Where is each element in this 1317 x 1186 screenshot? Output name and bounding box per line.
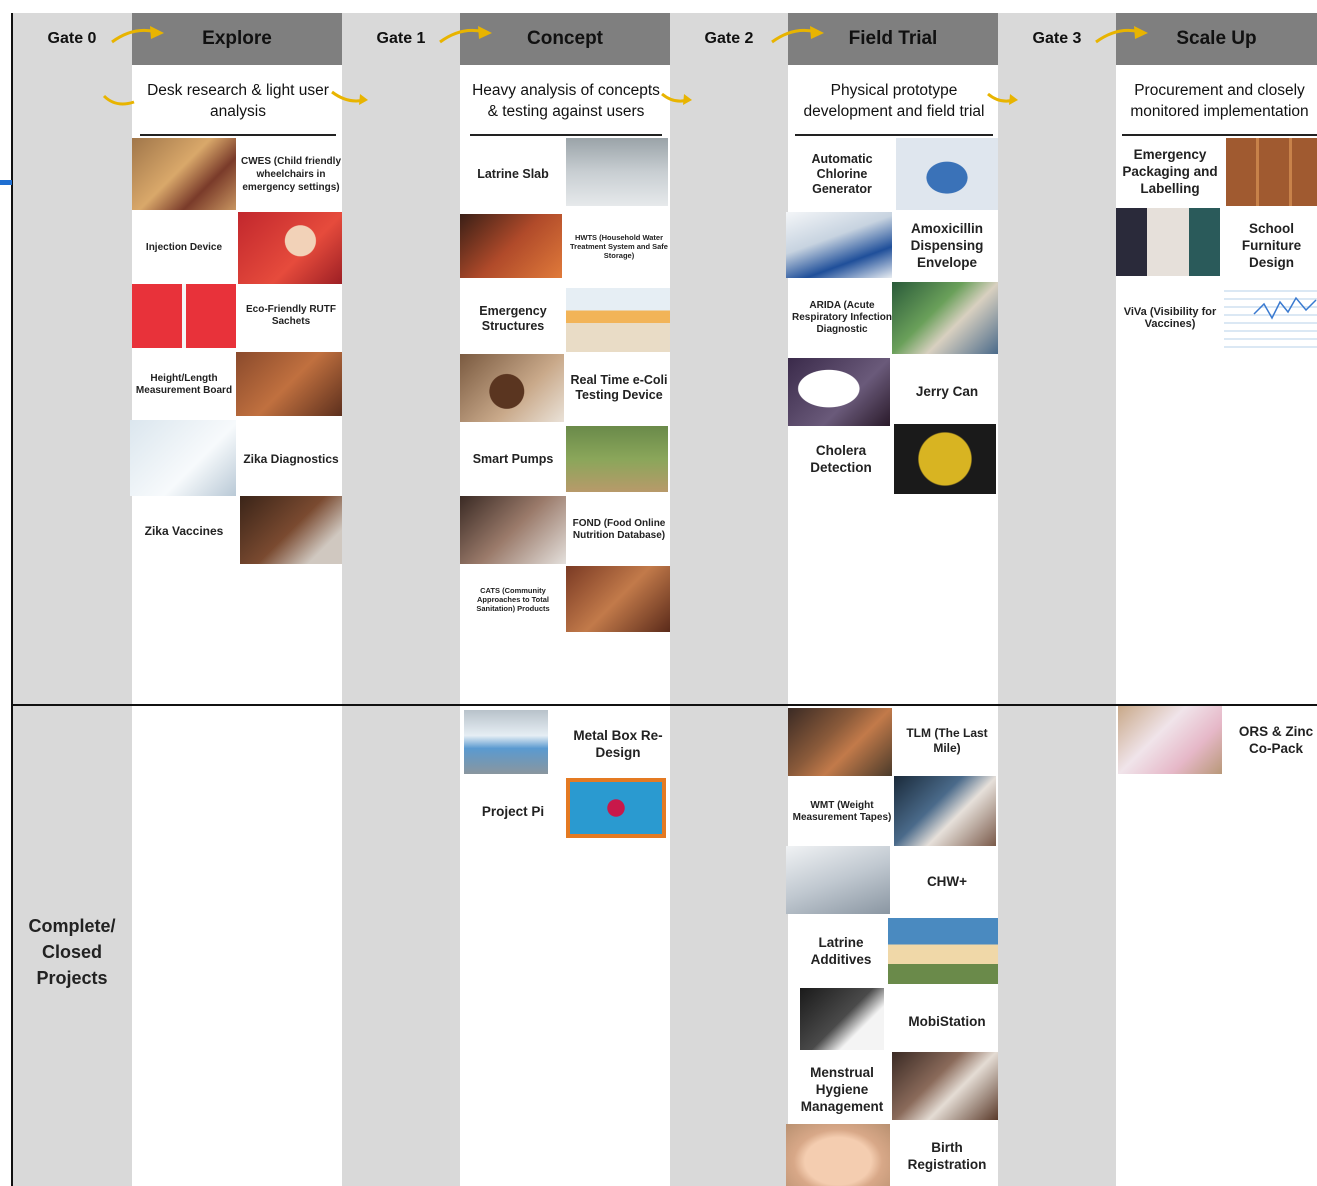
project-photo (892, 282, 998, 354)
project-label: WMT (Weight Measurement Tapes) (792, 800, 892, 823)
project-label: FOND (Food Online Nutrition Database) (572, 518, 666, 541)
stage-description-field-trial: Physical prototype development and field… (795, 68, 993, 136)
project-photo (566, 778, 666, 838)
arrow-icon (1095, 26, 1148, 44)
project-label: Eco-Friendly RUTF Sachets (245, 304, 336, 327)
project-photo (786, 1124, 890, 1186)
project-label: CHW+ (926, 873, 968, 889)
project-label: Cholera Detection (810, 443, 872, 475)
project-photo (566, 566, 670, 632)
row-divider (12, 704, 1317, 706)
project-label: TLM (The Last Mile) (906, 726, 988, 755)
project-label: Zika Diagnostics (243, 452, 339, 466)
blue-marker (0, 180, 12, 185)
project-photo (788, 358, 890, 426)
arrow-icon (102, 94, 135, 106)
project-label: Real Time e-Coli Testing Device (570, 373, 668, 402)
gate-label-3: Gate 3 (1032, 30, 1082, 47)
project-photo (888, 918, 998, 984)
project-label: Injection Device (145, 242, 223, 253)
project-label: Jerry Can (915, 383, 979, 399)
arrow-icon (439, 26, 492, 44)
project-label: Smart Pumps (472, 451, 554, 466)
project-photo (800, 988, 884, 1050)
closed-projects-row-label: Complete/ Closed Projects (28, 916, 116, 988)
stage-header-scale-up: Scale Up (1116, 13, 1317, 65)
project-photo (460, 496, 566, 564)
project-photo (464, 710, 548, 774)
project-photo (132, 138, 236, 210)
gate-1-column (342, 13, 460, 1186)
project-photo (892, 1052, 998, 1120)
project-photo (894, 776, 996, 846)
project-label: CATS (Community Approaches to Total Sani… (476, 585, 550, 613)
project-photo (1118, 706, 1222, 774)
project-photo (238, 212, 342, 284)
stage-header-explore: Explore (132, 13, 342, 65)
gate-label-2: Gate 2 (704, 30, 754, 47)
project-label: ORS & Zinc Co-Pack (1238, 724, 1314, 756)
arrow-icon (771, 26, 824, 44)
stage-description-concept: Heavy analysis of concepts & testing aga… (470, 68, 662, 136)
project-label: School Furniture Design (1241, 220, 1302, 270)
gate-2-column (670, 13, 788, 1186)
project-photo (460, 214, 562, 278)
gate-label-1: Gate 1 (376, 30, 426, 47)
project-photo (786, 846, 890, 914)
project-photo (460, 354, 564, 422)
project-label: ViVa (Visibility for Vaccines) (1123, 306, 1217, 330)
project-photo (566, 138, 668, 206)
project-photo (236, 352, 342, 416)
line-chart-icon (1253, 296, 1317, 320)
project-label: Latrine Slab (477, 166, 549, 181)
gate-3-column (998, 13, 1116, 1186)
project-label: Height/Length Measurement Board (135, 373, 233, 396)
project-photo (132, 284, 236, 348)
project-label: HWTS (Household Water Treatment System a… (570, 232, 668, 260)
stage-header-concept: Concept (460, 13, 670, 65)
project-label: ARIDA (Acute Respiratory Infection Diagn… (791, 300, 893, 335)
project-photo (130, 420, 236, 496)
project-photo (1116, 208, 1220, 276)
arrow-icon (661, 92, 692, 105)
stage-description-scale-up: Procurement and closely monitored implem… (1122, 68, 1317, 136)
arrow-icon (111, 26, 164, 44)
project-photo (1226, 138, 1317, 206)
project-photo (240, 496, 342, 564)
stage-header-field-trial: Field Trial (788, 13, 998, 65)
project-photo (566, 288, 670, 352)
stage-description-explore: Desk research & light user analysis (140, 68, 336, 136)
project-photo (788, 708, 892, 776)
gate-0-column (12, 13, 132, 1186)
project-photo (786, 212, 892, 278)
project-label: MobiStation (908, 1013, 986, 1029)
project-photo (1224, 284, 1317, 354)
project-label: Emergency Structures (479, 304, 547, 333)
project-label: Metal Box Re-Design (573, 728, 663, 760)
project-label: Zika Vaccines (144, 524, 224, 538)
project-label: Project Pi (481, 803, 545, 819)
project-label: Birth Registration (907, 1140, 987, 1172)
project-photo (894, 424, 996, 494)
arrow-icon (331, 90, 368, 105)
project-label: Latrine Additives (810, 935, 872, 967)
gate-label-0: Gate 0 (47, 30, 97, 47)
project-photo (896, 138, 998, 210)
arrow-icon (987, 92, 1018, 105)
project-label: Amoxicillin Dispensing Envelope (910, 220, 984, 270)
left-border (11, 13, 13, 1186)
project-label: Emergency Packaging and Labelling (1122, 146, 1218, 196)
project-label: Automatic Chlorine Generator (811, 151, 873, 196)
project-label: Menstrual Hygiene Management (800, 1064, 884, 1114)
project-label: CWES (Child friendly wheelchairs in emer… (241, 155, 341, 193)
project-photo (566, 426, 668, 492)
